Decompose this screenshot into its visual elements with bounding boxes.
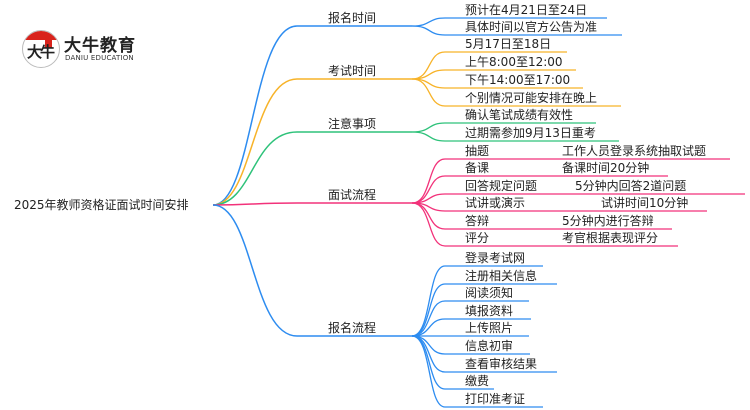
leaf-detail: 工作人员登录系统抽取试题 bbox=[562, 143, 706, 158]
root-topic: 2025年教师资格证面试时间安排 bbox=[14, 197, 189, 212]
leaf-label: 阅读须知 bbox=[465, 286, 513, 300]
leaf-label: 备课 bbox=[465, 161, 489, 175]
leaf-label: 确认笔试成绩有效性 bbox=[465, 107, 573, 122]
leaf-connector bbox=[411, 25, 622, 36]
leaf-label: 填报资料 bbox=[465, 303, 513, 318]
branch-label: 考试时间 bbox=[328, 63, 376, 78]
leaf-label: 上传照片 bbox=[465, 320, 513, 335]
leaf-connector bbox=[411, 158, 730, 204]
leaf-connector bbox=[411, 78, 621, 107]
leaf-connector bbox=[411, 283, 557, 337]
branch-label: 面试流程 bbox=[328, 187, 376, 202]
leaf-label: 5月17日至18日 bbox=[465, 37, 551, 51]
leaf-connector bbox=[411, 131, 619, 142]
leaf-label: 登录考试网 bbox=[465, 250, 525, 265]
leaf-label: 缴费 bbox=[465, 373, 489, 388]
branch-connector bbox=[212, 25, 412, 206]
leaf-label: 具体时间以官方公告为准 bbox=[465, 19, 597, 34]
leaf-label: 个别情况可能安排在晚上 bbox=[465, 90, 597, 105]
leaf-connector bbox=[411, 335, 543, 408]
leaf-label: 答辩 bbox=[465, 213, 489, 228]
branch-connector bbox=[212, 204, 412, 337]
leaf-label: 预计在4月21日至24日 bbox=[465, 3, 587, 17]
leaf-label: 过期需参加9月13日重考 bbox=[465, 125, 596, 140]
leaf-detail: 5分钟内进行答辩 bbox=[562, 213, 654, 228]
logo-mark: 大牛 bbox=[27, 43, 55, 61]
logo: 大牛 大牛教育 DANIU EDUCATION bbox=[22, 28, 152, 72]
leaf-label: 抽题 bbox=[465, 144, 489, 158]
leaf-label: 查看审核结果 bbox=[465, 356, 537, 371]
logo-subtitle: DANIU EDUCATION bbox=[65, 54, 134, 62]
logo-emblem: 大牛 bbox=[22, 30, 60, 68]
leaf-label: 试讲或演示 bbox=[465, 195, 525, 210]
branch-label: 注意事项 bbox=[328, 116, 376, 131]
leaf-detail: 5分钟内回答2道问题 bbox=[575, 178, 686, 193]
leaf-detail: 考官根据表现评分 bbox=[562, 230, 658, 245]
leaf-label: 上午8:00至12:00 bbox=[465, 55, 563, 69]
logo-title: 大牛教育 bbox=[64, 36, 136, 56]
leaf-label: 信息初审 bbox=[465, 338, 513, 353]
leaf-label: 下午14:00至17:00 bbox=[465, 73, 570, 87]
leaf-connector bbox=[411, 265, 543, 337]
leaf-connector bbox=[411, 193, 745, 204]
leaf-connector bbox=[411, 202, 678, 247]
branch-connector bbox=[212, 131, 412, 206]
leaf-label: 注册相关信息 bbox=[465, 268, 537, 283]
leaf-label: 打印准考证 bbox=[465, 392, 525, 406]
branch-label: 报名流程 bbox=[328, 320, 376, 335]
leaf-detail: 备课时间20分钟 bbox=[562, 160, 649, 175]
leaf-detail: 试讲时间10分钟 bbox=[601, 195, 688, 210]
branch-connector bbox=[212, 78, 412, 206]
branch-connector bbox=[212, 202, 412, 206]
leaf-label: 评分 bbox=[465, 231, 489, 245]
branch-label: 报名时间 bbox=[328, 10, 376, 25]
leaf-label: 回答规定问题 bbox=[465, 178, 537, 193]
